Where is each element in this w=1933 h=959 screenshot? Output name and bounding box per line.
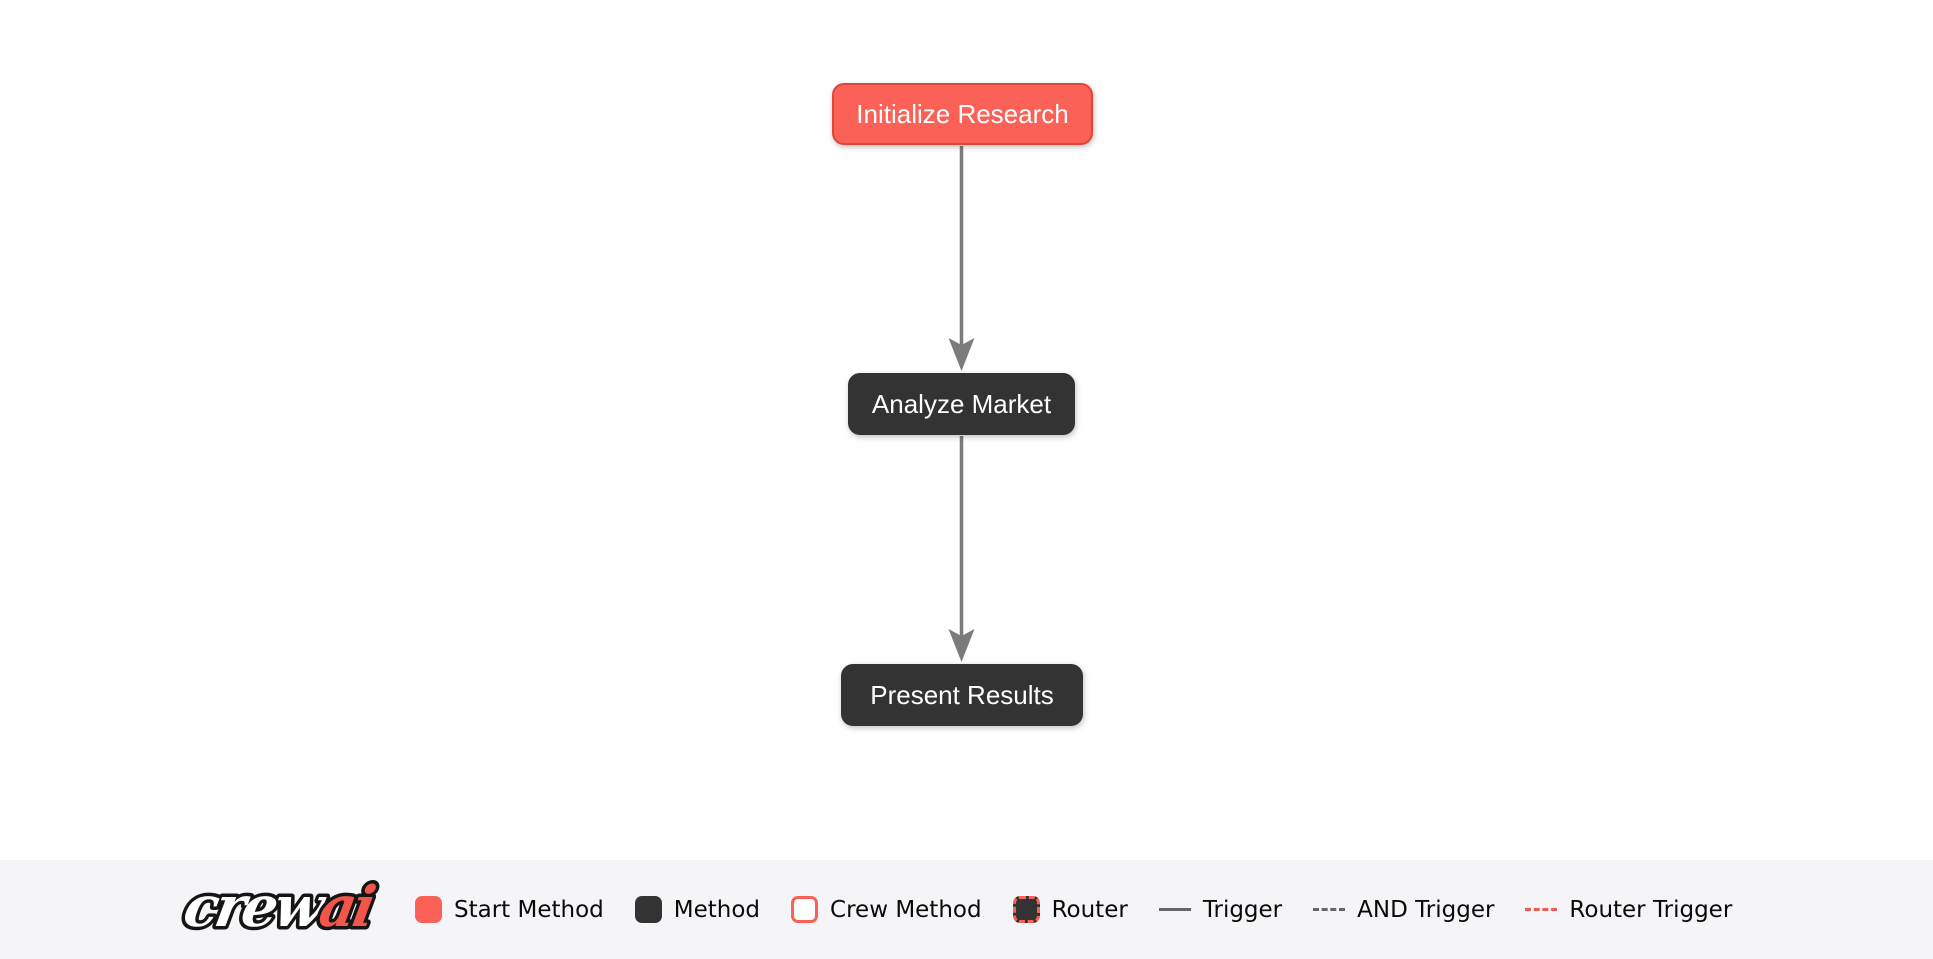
legend-item-trigger: Trigger (1158, 896, 1283, 923)
flow-node-label: Present Results (870, 679, 1054, 710)
legend-swatch-line-solid (1158, 908, 1191, 911)
legend-swatch-method (634, 896, 662, 923)
flow-node-analyze-market[interactable]: Analyze Market (848, 373, 1075, 435)
legend-item-crew-method: Crew Method (791, 896, 982, 923)
legend-label: Trigger (1202, 896, 1283, 923)
legend-item-method: Method (634, 896, 761, 923)
legend-item-router: Router (1012, 896, 1128, 923)
crewai-logo: crewai (168, 871, 383, 943)
legend-label: AND Trigger (1357, 896, 1495, 923)
legend-swatch-router (1012, 896, 1040, 923)
trigger-edge-2 (948, 436, 975, 662)
legend-label: Method (673, 896, 761, 923)
flow-node-label: Initialize Research (856, 98, 1069, 129)
legend-swatch-start (415, 896, 442, 923)
legend-label: Start Method (454, 896, 604, 923)
flow-canvas[interactable]: Initialize Research Analyze Market Prese… (0, 0, 1933, 860)
flow-node-present-results[interactable]: Present Results (841, 664, 1083, 726)
legend-item-start-method: Start Method (415, 896, 604, 923)
legend-item-and-trigger: AND Trigger (1313, 897, 1494, 923)
legend-label: Crew Method (830, 896, 982, 923)
legend-footer: crewai Start Method Method Crew Method R… (0, 860, 1933, 959)
legend-swatch-line-dashed (1313, 908, 1346, 911)
legend-swatch-crew (791, 896, 819, 923)
legend-label: Router Trigger (1569, 896, 1733, 923)
trigger-edge-1 (948, 146, 975, 371)
legend-label: Router (1051, 896, 1128, 923)
crewai-logo-icon: crewai (176, 871, 382, 943)
legend: Start Method Method Crew Method Router T… (415, 896, 1732, 923)
flow-node-initialize-research[interactable]: Initialize Research (832, 83, 1093, 145)
flow-node-label: Analyze Market (871, 388, 1052, 419)
legend-swatch-line-dashed-red (1525, 908, 1558, 911)
legend-item-router-trigger: Router Trigger (1525, 897, 1732, 923)
svg-text:crewai: crewai (179, 878, 378, 940)
